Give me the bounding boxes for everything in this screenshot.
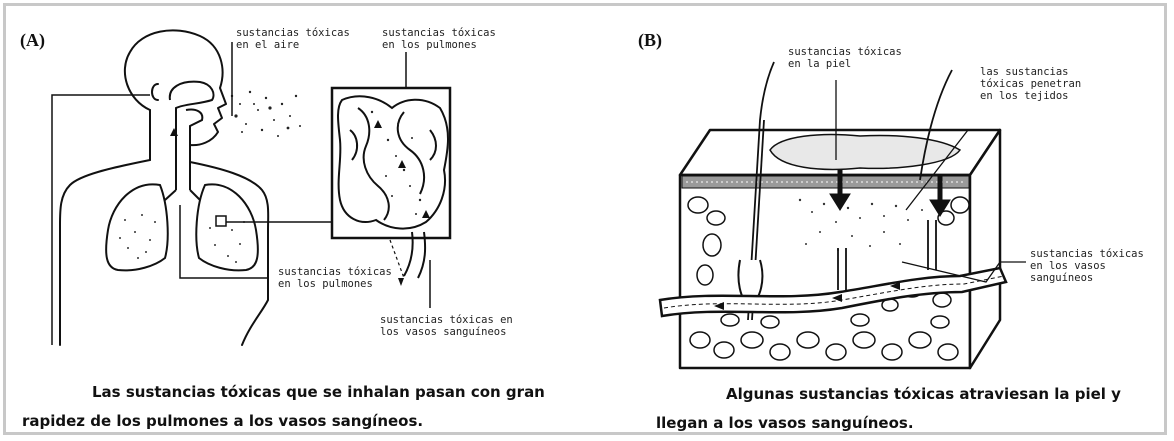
label-air: sustancias tóxicas en el aire [236, 27, 350, 51]
caption-b-line2: llegan a los vasos sanguíneos. [656, 409, 914, 438]
caption-a-line1: Las sustancias tóxicas que se inhalan pa… [92, 378, 545, 407]
epidermis-band [682, 176, 969, 188]
label-lungs-mid: sustancias tóxicas en los pulmones [278, 266, 392, 290]
panel-a-letter: (A) [20, 30, 45, 51]
label-vessels-a: sustancias tóxicas en los vasos sanguíne… [380, 314, 513, 338]
label-skin: sustancias tóxicas en la piel [788, 46, 902, 70]
label-lungs-top: sustancias tóxicas en los pulmones [382, 27, 496, 51]
caption-b-line1: Algunas sustancias tóxicas atraviesan la… [726, 380, 1121, 409]
panel-b-letter: (B) [638, 30, 662, 51]
caption-a-line2: rapidez de los pulmones a los vasos sang… [22, 407, 423, 436]
label-tissues: las sustancias tóxicas penetran en los t… [980, 66, 1081, 102]
label-vessels-b: sustancias tóxicas en los vasos sanguíne… [1030, 248, 1144, 284]
